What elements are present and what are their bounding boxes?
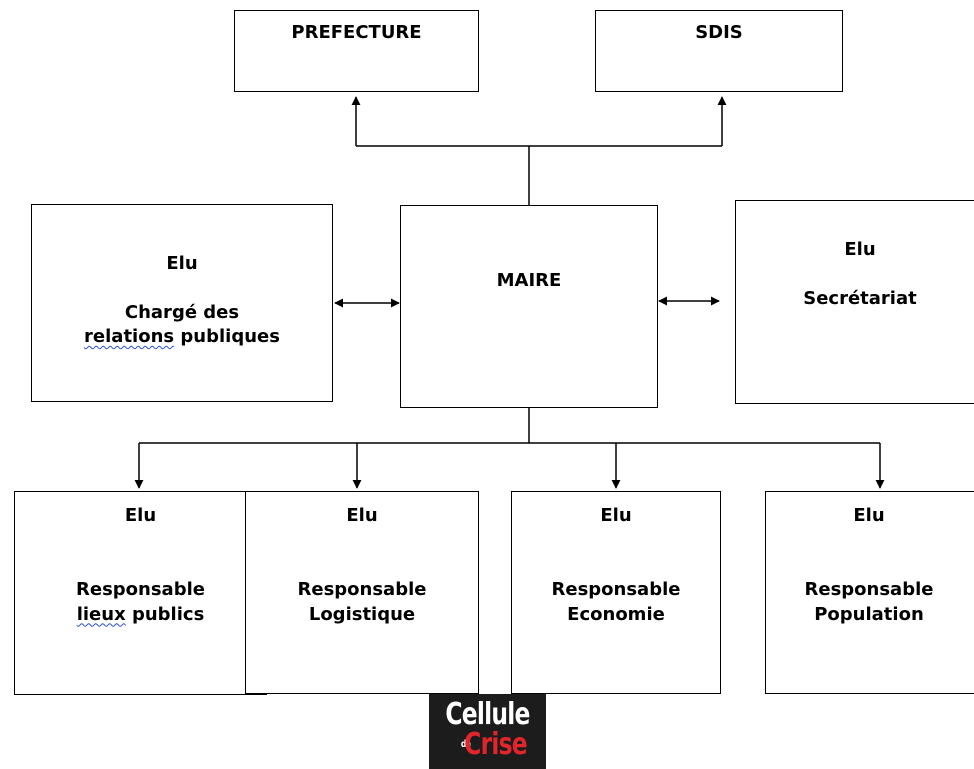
elu-logistique-role-line2: Logistique	[308, 603, 416, 625]
elu-economie-box: Elu Responsable Economie	[511, 491, 721, 694]
elu-lieux-title: Elu	[124, 505, 157, 526]
elu-lieux-role-line1: Responsable	[76, 579, 205, 601]
elu-lieux-role-line2-word1: lieux	[76, 603, 126, 625]
maire-label: MAIRE	[496, 270, 562, 291]
elu-relations-role-line2: relations publiques	[84, 325, 280, 347]
elu-population-title: Elu	[853, 505, 885, 526]
sdis-label: SDIS	[695, 22, 743, 43]
elu-logistique-box: Elu Responsable Logistique	[245, 491, 479, 694]
prefecture-label: PREFECTURE	[291, 22, 422, 43]
elu-economie-title: Elu	[600, 505, 632, 526]
elu-economie-spacer	[512, 528, 720, 578]
prefecture-box: PREFECTURE	[234, 10, 479, 92]
elu-relations-role-line1: Chargé des	[124, 301, 240, 323]
logo-word-bottom: Crise	[464, 727, 527, 762]
elu-lieux-spacer	[15, 528, 266, 578]
elu-logistique-spacer	[246, 528, 478, 578]
elu-economie-role-line2: Economie	[567, 603, 665, 625]
maire-box: MAIRE	[400, 205, 658, 408]
elu-secretariat-title: Elu	[844, 239, 876, 260]
elu-population-role-line2: Population	[814, 603, 924, 625]
elu-logistique-title: Elu	[346, 505, 378, 526]
elu-population-spacer	[766, 528, 972, 578]
elu-secretariat-spacer	[736, 262, 974, 286]
elu-logistique-role-line1: Responsable	[297, 579, 427, 601]
elu-relations-spacer	[32, 276, 332, 300]
elu-population-box: Elu Responsable Population	[765, 491, 974, 694]
elu-economie-role-line1: Responsable	[551, 579, 681, 601]
elu-relations-role-line2-word1: relations	[84, 325, 175, 347]
logo-word-top: Cellule	[445, 697, 530, 732]
elu-secretariat-box: Elu Secrétariat	[735, 200, 974, 404]
elu-secretariat-role: Secrétariat	[803, 287, 917, 309]
elu-lieux-role-line2: lieux publics	[76, 603, 205, 625]
cellule-de-crise-logo: Cellule de Crise	[429, 694, 546, 769]
elu-relations-publiques-box: Elu Chargé des relations publiques	[31, 204, 333, 402]
elu-lieux-publics-box: Elu Responsable lieux publics	[14, 491, 267, 695]
sdis-box: SDIS	[595, 10, 843, 92]
elu-population-role-line1: Responsable	[804, 579, 934, 601]
elu-relations-title: Elu	[166, 253, 198, 274]
logo-word-middle: de	[460, 739, 471, 750]
